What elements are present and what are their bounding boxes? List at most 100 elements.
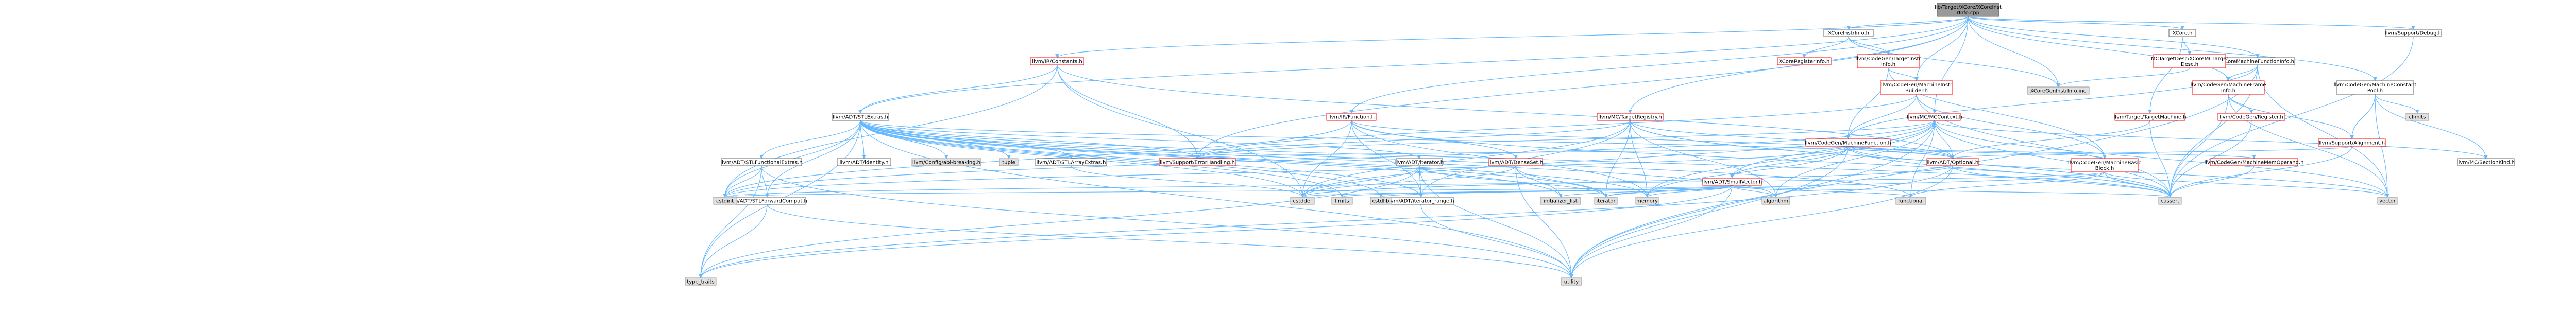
- node-box-xcoretargetdesc_h: [2153, 54, 2226, 68]
- node-label-densemap_h-0: llvm/ADT/DenseSet.h: [1488, 160, 1543, 166]
- node-machinememoperand_h[interactable]: llvm/CodeGen/MachineMemOperand.h: [2205, 158, 2304, 166]
- node-box-machinememoperand_h: [2210, 158, 2298, 166]
- edge-targetinstrinfo_h-to-machineinstrbuilder_h: [1888, 67, 1919, 81]
- node-cstdint: cstdint: [713, 197, 737, 205]
- edge-stlfunctionalextras_h-to-type_traits: [699, 165, 762, 278]
- node-label-targetinstrinfo_h-0: llvm/CodeGen/TargetInstr: [1855, 56, 1921, 62]
- node-label-stlforwardcompat_h-0: llvm/ADT/STLForwardCompat.h: [727, 199, 807, 204]
- node-climits: climits: [2405, 113, 2429, 121]
- node-identity_h[interactable]: llvm/ADT/identity.h: [837, 158, 891, 166]
- edge-mc_targetregistry_h-to-cstddef: [1300, 120, 1631, 198]
- node-ir_function_h[interactable]: llvm/IR/Function.h: [1326, 113, 1377, 121]
- node-label-xcoretargetdesc_h-1: Desc.h: [2181, 62, 2198, 67]
- node-smallvector_h[interactable]: llvm/ADT/SmallVector.h: [1702, 178, 1762, 186]
- edge-xcoremfi_h-to-machinefunction_h: [1846, 64, 2258, 139]
- edge-smallvector_h-to-iterator: [1604, 185, 1733, 198]
- node-label-vector-0: vector: [2379, 199, 2396, 204]
- edge-optional_h-to-type_traits: [699, 165, 1953, 278]
- node-label-cassert-0: cassert: [2161, 199, 2179, 204]
- edge-root-to-machineconstantpool_h: [1968, 16, 2377, 81]
- node-mc_sectionkind_h[interactable]: llvm/MC/SectionKind.h: [2457, 158, 2515, 166]
- edge-iterator_h-to-utility: [1419, 165, 1573, 278]
- node-xcoremfi_h[interactable]: XCoreMachineFunctionInfo.h: [2220, 57, 2295, 65]
- node-box-iterator_h: [1396, 158, 1443, 166]
- edge-machineframeinfo_h-to-support_alignment_h: [2228, 94, 2354, 139]
- node-box-targetinstrinfo_h: [1857, 54, 1920, 68]
- node-stlforwardcompat_h[interactable]: llvm/ADT/STLForwardCompat.h: [727, 197, 807, 205]
- node-optional_h[interactable]: llvm/ADT/Optional.h: [1926, 158, 1979, 166]
- node-box-xcoregeninstrinfo_inc: [2027, 86, 2090, 95]
- node-xcore_h[interactable]: XCore.h: [2168, 29, 2196, 37]
- edge-machineconstantpool_h-to-mc_sectionkind_h: [2375, 94, 2488, 159]
- node-xcoreinstrinfo_h[interactable]: XCoreInstrInfo.h: [1823, 29, 1874, 37]
- edge-stlextras_h-to-utility: [860, 120, 1573, 278]
- edge-machineinstrbuilder_h-to-machinebasicblock_h: [1916, 94, 2107, 159]
- node-mc_mccontext_h[interactable]: llvm/MC/MCContext.h: [1907, 113, 1962, 121]
- edge-root-to-errorhandling_h: [1195, 16, 1969, 159]
- node-label-xcoregeninstrinfo_inc-0: XCoreGenInstrInfo.inc: [2030, 89, 2087, 94]
- node-xcoreregisterinfo_h[interactable]: XCoreRegisterInfo.h: [1777, 57, 1832, 65]
- edge-mc_targetregistry_h-to-memory: [1630, 120, 1649, 198]
- node-box-ir_constants_h: [1030, 57, 1084, 65]
- node-box-targetmachine_h: [2114, 113, 2185, 121]
- edge-iterator_h-to-cstddef: [1300, 165, 1420, 198]
- node-stlfunctionalextras_h[interactable]: llvm/ADT/STLFunctionalExtras.h: [720, 158, 803, 166]
- node-densemap_h[interactable]: llvm/ADT/DenseSet.h: [1488, 158, 1543, 166]
- node-label-ir_function_h-0: llvm/IR/Function.h: [1328, 115, 1375, 120]
- edge-root-to-xcore_h: [1968, 16, 2184, 30]
- node-ir_constants_h[interactable]: llvm/IR/Constants.h: [1030, 57, 1084, 65]
- edge-smallvector_h-to-type_traits: [699, 185, 1733, 278]
- edge-ir_constants_h-to-cstddef: [1057, 64, 1304, 198]
- node-machinefunction_h[interactable]: llvm/CodeGen/MachineFunction.h: [1805, 138, 1891, 147]
- node-box-memory: [1635, 197, 1659, 205]
- node-iterator_h[interactable]: llvm/ADT/iterator.h: [1395, 158, 1444, 166]
- edge-machinefunction_h-to-errorhandling_h: [1195, 146, 1849, 159]
- node-codegen_register_h[interactable]: llvm/CodeGen/Register.h: [2217, 113, 2285, 121]
- edge-root-to-machineframeinfo_h: [1968, 16, 2230, 81]
- edge-root-to-mc_mccontext_h: [1933, 16, 1969, 114]
- node-label-identity_h-0: llvm/ADT/identity.h: [840, 160, 889, 166]
- node-support_alignment_h[interactable]: llvm/Support/Alignment.h: [2318, 138, 2386, 147]
- node-mc_targetregistry_h[interactable]: llvm/MC/TargetRegistry.h: [1597, 113, 1664, 121]
- node-stlarrayextras_h[interactable]: llvm/ADT/STLArrayExtras.h: [1035, 158, 1107, 166]
- node-targetmachine_h[interactable]: llvm/Target/TargetMachine.h: [2113, 113, 2187, 121]
- edge-machinebasicblock_h-to-functional: [1909, 171, 2105, 198]
- node-box-machinefunction_h: [1805, 138, 1891, 147]
- edge-machineconstantpool_h-to-support_alignment_h: [2350, 94, 2376, 139]
- node-label-ir_constants_h-0: llvm/IR/Constants.h: [1032, 59, 1082, 65]
- edge-support_alignment_h-to-optional_h: [1951, 146, 2352, 159]
- node-label-stlfunctionalextras_h-0: llvm/ADT/STLFunctionalExtras.h: [720, 160, 802, 166]
- node-box-initializer_list: [1540, 197, 1581, 205]
- node-box-xcoreregisterinfo_h: [1777, 57, 1832, 65]
- edge-machinefunction_h-to-machinebasicblock_h: [1848, 146, 2107, 159]
- node-debug_h[interactable]: llvm/Support/Debug.h: [2385, 29, 2442, 37]
- edge-stlforwardcompat_h-to-utility: [767, 204, 1573, 278]
- node-vector: vector: [2377, 197, 2398, 205]
- edge-smallvector_h-to-cstdlib: [1379, 185, 1733, 198]
- edge-smallvector_h-to-algorithm: [1732, 185, 1778, 198]
- edge-mc_mccontext_h-to-algorithm: [1774, 120, 1935, 198]
- node-box-type_traits: [685, 277, 717, 286]
- node-errorhandling_h[interactable]: llvm/Support/ErrorHandling.h: [1159, 158, 1236, 166]
- node-root[interactable]: lib/Target/XCore/XCoreInstrInfo.cpp: [1935, 3, 2002, 17]
- node-iterator_range_h[interactable]: llvm/ADT/iterator_range.h: [1387, 197, 1454, 205]
- edge-machineinstrbuilder_h-to-errorhandling_h: [1195, 94, 1917, 159]
- node-label-algorithm-0: algorithm: [1764, 199, 1788, 204]
- edge-debug_h-to-cassert: [2168, 36, 2414, 198]
- edge-machinebasicblock_h-to-vector: [2104, 171, 2389, 198]
- node-box-optional_h: [1926, 158, 1979, 166]
- node-box-abi_breaking_h: [911, 158, 981, 166]
- node-box-utility: [1561, 277, 1582, 286]
- node-label-stlarrayextras_h-0: llvm/ADT/STLArrayExtras.h: [1037, 160, 1106, 166]
- node-label-machineinstrbuilder_h-0: llvm/CodeGen/MachineInstr: [1881, 82, 1953, 88]
- node-label-optional_h-0: llvm/ADT/Optional.h: [1927, 160, 1978, 166]
- node-memory: memory: [1635, 197, 1659, 205]
- node-stlextras_h[interactable]: llvm/ADT/STLExtras.h: [832, 113, 889, 121]
- edge-stlextras_h-to-identity_h: [860, 120, 866, 159]
